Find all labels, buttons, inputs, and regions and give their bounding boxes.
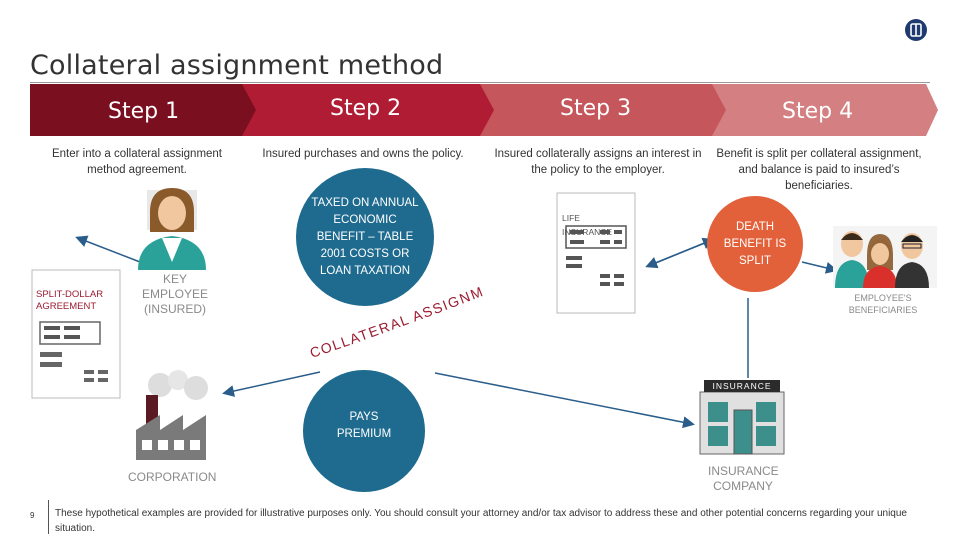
step-2-description: Insured purchases and owns the policy. [262, 148, 464, 160]
insurance-company-label: INSURANCE COMPANY [708, 464, 779, 493]
insurance-building-icon [699, 380, 785, 455]
arrow-pays-to-insurer [434, 372, 695, 429]
corporation-icon [136, 370, 208, 460]
title-divider [30, 82, 930, 83]
footer-divider [48, 500, 49, 534]
key-employee-icon [138, 188, 206, 270]
death-benefit-text: DEATH BENEFIT IS SPLIT [723, 220, 787, 267]
arrow-to-policy-left [645, 239, 713, 269]
corporation-label: CORPORATION [128, 470, 217, 484]
taxed-circle: TAXED ON ANNUAL ECONOMIC BENEFIT – TABLE… [296, 168, 434, 306]
policy-document-icon [556, 192, 636, 314]
insurance-sign-label: INSURANCE [712, 381, 772, 391]
step-3-description: Insured collaterally assigns an interest… [494, 148, 702, 176]
step-2-chevron [242, 84, 500, 136]
key-employee-label: KEY EMPLOYEE (INSURED) [141, 272, 209, 316]
step-2-label: Step 2 [330, 96, 402, 121]
beneficiaries-label: EMPLOYEE'S BENEFICIARIES [848, 293, 918, 315]
step-4-chevron [712, 84, 938, 136]
agreement-label: SPLIT-DOLLAR AGREEMENT [36, 289, 104, 312]
agreement-document-icon [31, 269, 121, 399]
step-1-label: Step 1 [108, 99, 180, 124]
step-3-label: Step 3 [560, 96, 632, 121]
step-4-description: Benefit is split per collateral assignme… [716, 148, 922, 192]
death-benefit-circle: DEATH BENEFIT IS SPLIT [707, 196, 803, 292]
beneficiaries-icon [833, 226, 937, 288]
page-title: Collateral assignment method [30, 50, 444, 81]
arrow-pays-to-corporation [222, 371, 321, 397]
pays-premium-text: PAYS PREMIUM [336, 411, 392, 440]
pays-premium-circle: PAYS PREMIUM [303, 370, 425, 492]
step-1-chevron [30, 84, 262, 136]
step-banner [30, 84, 938, 136]
arrow-employee-to-agreement [75, 235, 141, 263]
shield-logo-icon [905, 19, 927, 41]
policy-label: LIFE INSURANCE [562, 213, 613, 237]
step-4-label: Step 4 [782, 99, 854, 124]
page-number: 9 [30, 511, 35, 520]
disclaimer-text: These hypothetical examples are provided… [55, 508, 907, 534]
taxed-circle-text: TAXED ON ANNUAL ECONOMIC BENEFIT – TABLE… [311, 196, 419, 277]
step-1-description: Enter into a collateral assignment metho… [51, 148, 223, 176]
arrow-to-beneficiaries [801, 261, 838, 274]
step-3-chevron [480, 84, 732, 136]
